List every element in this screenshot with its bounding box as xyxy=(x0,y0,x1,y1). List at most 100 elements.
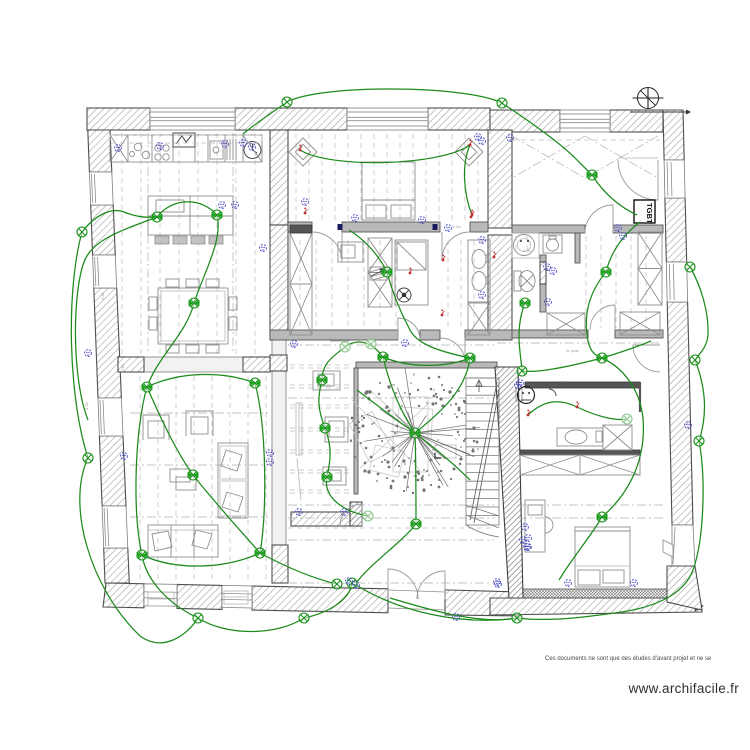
plan-shape xyxy=(219,445,247,480)
starburst-dot xyxy=(426,402,428,404)
starburst-dot xyxy=(437,439,439,441)
plan-path xyxy=(544,516,554,534)
electrical-wire xyxy=(355,523,417,584)
plan-shape xyxy=(527,504,543,516)
socket-icon xyxy=(120,452,128,460)
plan-circle xyxy=(516,385,536,405)
wall xyxy=(86,107,151,131)
starburst-dot xyxy=(368,390,372,394)
plan-path xyxy=(465,524,500,538)
plan-poly xyxy=(288,137,318,167)
plan-line xyxy=(109,134,129,163)
socket-icon xyxy=(156,142,164,150)
starburst-dot xyxy=(352,420,354,422)
socket-icon xyxy=(478,137,486,145)
plan-line xyxy=(289,283,313,336)
plan-shape xyxy=(542,234,563,254)
plan-shape xyxy=(160,290,226,342)
starburst-dot xyxy=(454,413,456,415)
starburst-ray xyxy=(366,414,416,434)
starburst-dot xyxy=(458,434,460,436)
plan-path xyxy=(439,337,466,364)
starburst-dot xyxy=(406,471,410,475)
starburst-dot xyxy=(429,458,433,462)
plan-shape xyxy=(185,344,200,354)
wall xyxy=(666,301,694,526)
wall-light-icon xyxy=(684,261,696,273)
starburst-dot xyxy=(448,390,452,394)
ceiling-light-icon xyxy=(319,422,331,434)
plan-shape xyxy=(390,204,412,219)
plan-line xyxy=(519,454,581,476)
plan-shape xyxy=(595,430,603,443)
ceiling-light-icon xyxy=(464,352,476,364)
starburst-dot xyxy=(389,486,393,490)
ceiling-light-icon xyxy=(249,377,261,389)
plan-shape xyxy=(337,241,364,263)
wall-light-icon xyxy=(298,612,310,624)
plan-path xyxy=(311,231,343,263)
starburst-dot xyxy=(364,391,368,395)
plan-circle xyxy=(396,287,412,303)
plan-dot xyxy=(528,392,530,394)
starburst-ray xyxy=(414,432,439,460)
starburst-ray xyxy=(382,432,416,457)
starburst-dot xyxy=(364,446,368,450)
starburst-dot xyxy=(433,389,435,391)
plan-poly xyxy=(663,159,686,199)
wall xyxy=(664,197,688,263)
wall xyxy=(103,547,130,584)
socket-icon xyxy=(564,579,572,587)
starburst-dot xyxy=(387,409,391,413)
electrical-wire xyxy=(146,302,195,388)
electrical-wire xyxy=(516,440,704,621)
plan-poly xyxy=(454,137,484,167)
starburst-dot xyxy=(357,419,359,421)
wall-light-icon xyxy=(511,612,523,624)
electrical-wire xyxy=(463,144,473,216)
plan-line xyxy=(520,274,534,288)
starburst-dot xyxy=(463,400,467,404)
plan-line xyxy=(465,514,500,529)
plan-shape xyxy=(619,311,661,336)
starburst-ray xyxy=(414,427,481,434)
starburst-dot xyxy=(434,392,438,396)
wall-light-icon xyxy=(331,578,343,590)
plan-poly xyxy=(151,530,173,552)
electrical-wire xyxy=(259,552,338,585)
starburst-dot xyxy=(401,405,403,407)
plan-line xyxy=(242,134,263,163)
starburst-dot xyxy=(356,426,360,430)
wall-light-icon xyxy=(693,435,705,447)
socket-icon xyxy=(506,134,514,142)
plan-circle xyxy=(517,238,531,252)
plan-shape xyxy=(346,111,429,127)
starburst-dot xyxy=(369,402,371,404)
plan-shape xyxy=(574,526,631,588)
plan-line xyxy=(91,173,94,204)
plan-line xyxy=(94,256,97,287)
wiring-starburst xyxy=(349,367,481,495)
plan-label: ht 2m xyxy=(452,225,461,229)
plan-poly xyxy=(671,524,696,567)
plan-shape xyxy=(341,221,441,233)
ceiling-light-icon xyxy=(596,511,608,523)
plan-line xyxy=(221,593,253,595)
plan-line xyxy=(143,597,178,599)
plan-shape xyxy=(185,278,200,288)
plan-line xyxy=(221,599,253,601)
dimension-label: 2,60 xyxy=(100,291,105,300)
plan-path xyxy=(416,570,446,600)
plan-shape xyxy=(485,254,491,263)
plan-line xyxy=(602,424,633,451)
starburst-dot xyxy=(429,483,433,487)
starburst-dot xyxy=(393,384,395,386)
electrical-wire xyxy=(386,271,471,359)
plan-shape xyxy=(147,524,219,558)
plan-shape xyxy=(148,316,158,331)
socket-icon xyxy=(401,339,409,347)
plan-shape xyxy=(172,132,196,148)
starburst-ray xyxy=(414,432,453,437)
starburst-dot xyxy=(349,439,353,443)
